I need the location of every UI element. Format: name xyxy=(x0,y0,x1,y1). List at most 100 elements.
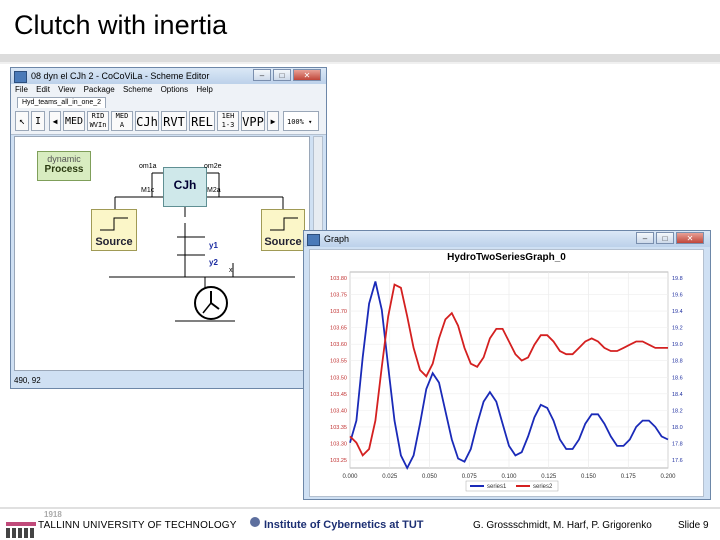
cjh-block[interactable]: CJh xyxy=(163,167,207,207)
port-m2a: M2a xyxy=(207,187,221,194)
scroll-right-icon[interactable]: ▶ xyxy=(267,111,279,131)
step-signal-icon xyxy=(100,217,128,231)
y-right-tick-label: 19.4 xyxy=(672,309,683,315)
x-tick-label: 0.125 xyxy=(541,474,557,480)
menu-help[interactable]: Help xyxy=(196,85,213,94)
close-icon[interactable]: ✕ xyxy=(676,232,704,244)
scroll-left-icon[interactable]: ◀ xyxy=(49,111,61,131)
maximize-icon[interactable]: □ xyxy=(273,69,291,81)
y-left-tick-label: 103.60 xyxy=(330,342,347,348)
menu-file[interactable]: File xyxy=(15,85,28,94)
toolbar-1eh-button[interactable]: 1EH 1-3 xyxy=(217,111,239,131)
y-left-tick-label: 103.80 xyxy=(330,276,347,282)
legend-label-series2: series2 xyxy=(533,484,553,490)
editor-tabstrip: Hyd_teams_all_in_one_2 xyxy=(11,96,326,109)
y-right-tick-label: 18.6 xyxy=(672,375,683,381)
legend-box xyxy=(465,480,559,492)
x-tick-label: 0.025 xyxy=(382,474,398,480)
toolbar-rid-button[interactable]: RID WVIn xyxy=(87,111,109,131)
editor-toolbar: ↖ I ◀ MED RID WVIn MED A CJh RVT REL 1EH… xyxy=(11,108,326,135)
y-right-tick-label: 18.4 xyxy=(672,392,683,398)
port-om1a: om1a xyxy=(139,163,157,170)
title-rule-light xyxy=(0,62,720,64)
y-right-tick-label: 18.2 xyxy=(672,408,683,414)
y-left-tick-label: 103.75 xyxy=(330,293,347,299)
source-left-label: Source xyxy=(95,236,133,248)
toolbar-vpp-button[interactable]: VPP xyxy=(241,111,265,131)
graph-area: HydroTwoSeriesGraph_0 0.000 0.025 0.050 0.0… xyxy=(309,249,704,497)
toolbar-meda-button[interactable]: MED A xyxy=(111,111,133,131)
x-tick-label: 0.050 xyxy=(422,474,438,480)
probe-y2-label: y2 xyxy=(209,258,218,267)
probe-y1-label: y1 xyxy=(209,241,218,250)
source-right-label: Source xyxy=(264,236,302,248)
editor-window-title: 08 dyn el CJh 2 - CoCoViLa - Scheme Edit… xyxy=(31,71,210,81)
y-right-tick-label: 19.2 xyxy=(672,326,683,332)
chevron-down-icon: ▾ xyxy=(308,118,313,126)
graph-window-title: Graph xyxy=(324,234,350,244)
port-m1c: M1c xyxy=(141,187,155,194)
cursor-tool-icon[interactable]: I xyxy=(31,111,45,131)
legend-label-series1: series1 xyxy=(487,484,507,490)
maximize-icon[interactable]: □ xyxy=(656,232,674,244)
toolbar-med-button[interactable]: MED xyxy=(63,111,85,131)
y-left-tick-label: 103.55 xyxy=(330,359,347,365)
graph-titlebar[interactable]: Graph – □ ✕ xyxy=(304,231,710,247)
menu-edit[interactable]: Edit xyxy=(36,85,50,94)
process-block-line1: dynamic xyxy=(47,154,81,164)
y-right-tick-label: 17.8 xyxy=(672,441,683,447)
scheme-canvas[interactable]: dynamic Process CJh Source Source om1a o… xyxy=(14,136,310,371)
chart-title: HydroTwoSeriesGraph_0 xyxy=(447,252,566,263)
y-right-tick-label: 18.0 xyxy=(672,425,683,431)
y-left-tick-label: 103.25 xyxy=(330,458,347,464)
y-left-tick-label: 103.30 xyxy=(330,441,347,447)
y-left-tick-label: 103.45 xyxy=(330,392,347,398)
step-signal-icon xyxy=(270,217,298,231)
x-tick-label: 0.200 xyxy=(660,474,676,480)
zoom-select[interactable]: 100% ▾ xyxy=(283,111,319,131)
tab-scheme[interactable]: Hyd_teams_all_in_one_2 xyxy=(17,97,106,109)
status-bar: 490, 92 xyxy=(14,376,41,385)
process-block-line2: Process xyxy=(44,164,84,175)
scheme-editor-window[interactable]: 08 dyn el CJh 2 - CoCoViLa - Scheme Edit… xyxy=(10,67,327,389)
y-left-tick-label: 103.40 xyxy=(330,408,347,414)
y-right-tick-label: 19.8 xyxy=(672,276,683,282)
y-right-tick-label: 17.6 xyxy=(672,458,683,464)
footer-rule xyxy=(0,507,720,509)
toolbar-rel-button[interactable]: REL xyxy=(189,111,215,131)
x-tick-label: 0.075 xyxy=(462,474,478,480)
probe-x-mark: x xyxy=(229,267,233,274)
university-logo-icon xyxy=(6,522,36,538)
toolbar-rvt-button[interactable]: RVT xyxy=(161,111,187,131)
minimize-icon[interactable]: – xyxy=(636,232,654,244)
y-left-tick-label: 103.65 xyxy=(330,326,347,332)
app-icon xyxy=(14,71,27,83)
menu-view[interactable]: View xyxy=(58,85,76,94)
x-tick-label: 0.000 xyxy=(342,474,358,480)
menu-package[interactable]: Package xyxy=(83,85,115,94)
editor-titlebar[interactable]: 08 dyn el CJh 2 - CoCoViLa - Scheme Edit… xyxy=(11,68,326,84)
x-tick-label: 0.100 xyxy=(501,474,517,480)
editor-menubar: File Edit View Package Scheme Options He… xyxy=(11,84,326,96)
footer-institute: Institute of Cybernetics at TUT xyxy=(264,519,424,531)
menu-scheme[interactable]: Scheme xyxy=(122,85,153,94)
y-right-tick-label: 18.8 xyxy=(672,359,683,365)
series-line-series2 xyxy=(349,283,668,457)
app-icon xyxy=(307,234,320,246)
y-left-tick-label: 103.35 xyxy=(330,425,347,431)
menu-options[interactable]: Options xyxy=(160,85,189,94)
dynamic-process-block[interactable]: dynamic Process xyxy=(37,151,91,181)
source-block-left[interactable]: Source xyxy=(91,209,137,251)
graph-window[interactable]: Graph – □ ✕ HydroTwoSeriesGraph_0 0.000 0… xyxy=(303,230,711,500)
toolbar-cjh-button[interactable]: CJh xyxy=(135,111,159,131)
y-right-tick-label: 19.6 xyxy=(672,293,683,299)
y-left-tick-label: 103.70 xyxy=(330,309,347,315)
select-tool-icon[interactable]: ↖ xyxy=(15,111,29,131)
footer-university: TALLINN UNIVERSITY OF TECHNOLOGY xyxy=(38,520,237,531)
minimize-icon[interactable]: – xyxy=(253,69,271,81)
footer-year: 1918 xyxy=(44,510,62,519)
source-block-right[interactable]: Source xyxy=(261,209,305,251)
slide-title: Clutch with inertia xyxy=(14,10,228,40)
close-icon[interactable]: ✕ xyxy=(293,69,321,81)
